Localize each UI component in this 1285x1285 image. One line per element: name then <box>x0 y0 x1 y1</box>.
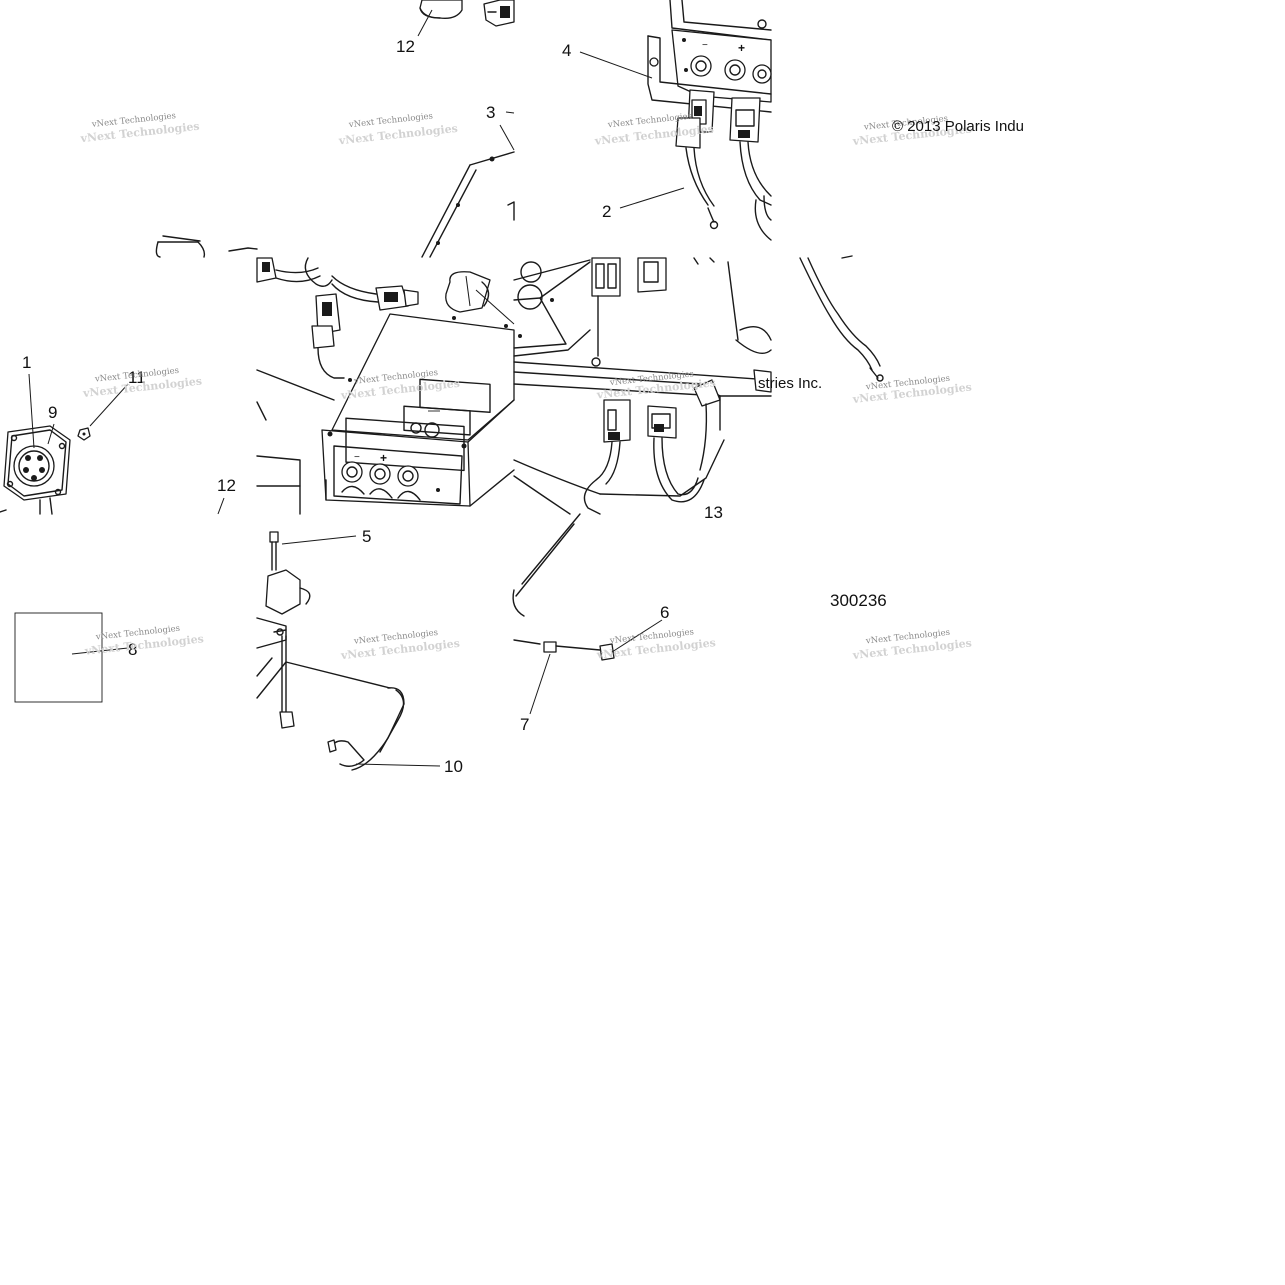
connector-top <box>483 0 515 27</box>
tile-top-left: vNext Technologies vNext Technologies <box>79 111 258 258</box>
callout-2: 2 <box>602 202 611 221</box>
watermark: vNext Technologies vNext Technologies <box>81 366 202 400</box>
callout-7: 7 <box>520 715 529 734</box>
copyright-notice: © 2013 Polaris Indu <box>892 118 1024 135</box>
watermark: vNext Technologies vNext Technologies <box>337 111 458 147</box>
watermark: vNext Technologies vNext Technologies <box>79 111 200 145</box>
spacer-cylinder-top <box>419 0 463 19</box>
tile-bottom-right-center: 13 6 7 vNext Technologies vNext Technolo… <box>512 503 723 734</box>
screw-part <box>513 639 615 661</box>
harness-lead <box>799 257 873 371</box>
charger-harness <box>256 257 419 379</box>
charger-terminal-panel: − + <box>669 0 772 103</box>
figure-number: 300236 <box>830 591 887 610</box>
plus-label: + <box>380 451 387 465</box>
label-decal-part <box>14 612 103 703</box>
callout-12-top: 12 <box>396 37 415 56</box>
watermark: vNext Technologies vNext Technologies <box>339 628 460 662</box>
callout-3: 3 <box>486 103 495 122</box>
nut-part <box>77 427 91 441</box>
harness-connectors <box>675 89 772 241</box>
harness-lower <box>583 379 721 515</box>
minus-label: − <box>702 40 708 51</box>
callout-9: 9 <box>48 403 57 422</box>
tile-mid-right: vNext Technologies vNext Technologies <box>799 255 972 406</box>
minus-label: − <box>354 452 360 463</box>
callout-5: 5 <box>362 527 371 546</box>
watermark: vNext Technologies vNext Technologies <box>595 627 716 661</box>
tile-bottom-left: 8 vNext Technologies vNext Technologies <box>14 612 204 703</box>
harness-connectors-mid <box>591 257 739 367</box>
charger-housing-edge <box>421 151 515 258</box>
tile-top-right-center: − + 4 <box>562 0 772 241</box>
tile-mid-right-center: stries Inc. vNext Technologies vNext Tec… <box>513 257 822 515</box>
charger-box: − + <box>321 313 515 507</box>
callout-1: 1 <box>22 353 31 372</box>
watermark: vNext Technologies vNext Technologies <box>851 628 972 662</box>
frame-rail <box>513 326 772 515</box>
callout-10: 10 <box>444 757 463 776</box>
port-bracket <box>256 569 391 729</box>
callout-6: 6 <box>660 603 669 622</box>
charge-port-receptacle <box>3 425 71 515</box>
watermark: vNext Technologies vNext Technologies <box>851 374 972 406</box>
harness-end <box>512 589 525 617</box>
tile-mid-center: − + vNext Technologies vNext Technologie… <box>256 257 515 515</box>
tile-mid-left: 1 9 11 vNext Technologies vNext Technolo… <box>0 353 236 515</box>
harness-loop <box>327 687 405 771</box>
watermark: vNext Technologies vNext Technologies <box>83 624 204 658</box>
plus-label: + <box>738 41 745 55</box>
callout-8: 8 <box>128 640 137 659</box>
tile-bottom-center: 5 10 vNext Technologies vNext Technologi… <box>256 527 463 776</box>
tile-top-center: 12 vNext Technologies vNext Technologies… <box>337 0 515 258</box>
harness-stub <box>228 247 258 252</box>
bushing-part <box>543 641 601 653</box>
tile-bottom-right: 300236 vNext Technologies vNext Technolo… <box>830 591 972 662</box>
spacer-part <box>155 235 206 258</box>
bolt-part <box>269 531 357 571</box>
callout-11: 11 <box>128 368 146 387</box>
copyright-notice-continued: stries Inc. <box>758 375 822 392</box>
callout-partial: 13 <box>704 503 723 522</box>
charger-corner <box>513 259 591 357</box>
callout-4: 4 <box>562 41 571 60</box>
callout-12-mid: 12 <box>217 476 236 495</box>
tile-top-right: vNext Technologies vNext Technologies © … <box>851 114 1024 148</box>
